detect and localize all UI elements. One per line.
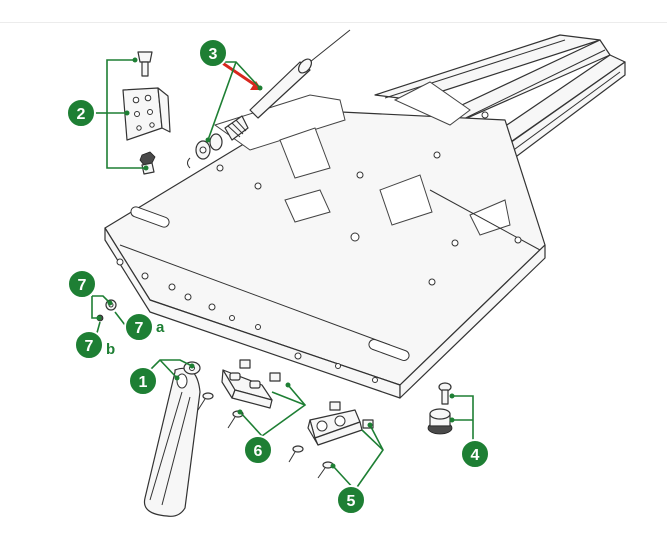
part-4-bolt-knob xyxy=(427,382,453,435)
callout-6-label: 6 xyxy=(254,443,263,460)
callout-7b-label: 7 xyxy=(85,338,94,355)
callout-6: 6 xyxy=(243,435,273,465)
callout-2: 2 xyxy=(66,98,96,128)
mounting-plate xyxy=(104,81,546,399)
part-2-bracket-kit xyxy=(122,51,171,175)
callout-7b-suffix: b xyxy=(106,341,115,358)
callout-7a: 7 a xyxy=(124,312,165,342)
callout-7: 7 xyxy=(67,269,97,299)
top-bar xyxy=(0,0,667,23)
part-5-clamp xyxy=(288,401,374,479)
screw-a xyxy=(197,392,214,411)
callout-3-label: 3 xyxy=(209,46,218,63)
rail-assembly xyxy=(374,34,626,166)
part-1-strap xyxy=(143,361,201,517)
screw-c xyxy=(288,445,304,463)
part-6-clamp xyxy=(197,359,281,429)
callout-1-label: 1 xyxy=(139,374,148,391)
callout-7a-suffix: a xyxy=(156,319,165,336)
part-3-rod-assembly xyxy=(187,29,351,169)
callout-3: 3 xyxy=(198,38,228,68)
callout-7a-label: 7 xyxy=(135,320,144,337)
callout-2-label: 2 xyxy=(77,106,86,123)
callout-4: 4 xyxy=(460,439,490,469)
callout-7b: 7 b xyxy=(74,330,115,360)
callout-4-label: 4 xyxy=(471,447,480,464)
callout-5: 5 xyxy=(336,485,366,515)
red-arrow xyxy=(217,58,262,90)
callout-7-label: 7 xyxy=(78,277,87,294)
callout-1: 1 xyxy=(128,366,158,396)
screw-d xyxy=(317,461,334,479)
callout-5-label: 5 xyxy=(347,493,356,510)
